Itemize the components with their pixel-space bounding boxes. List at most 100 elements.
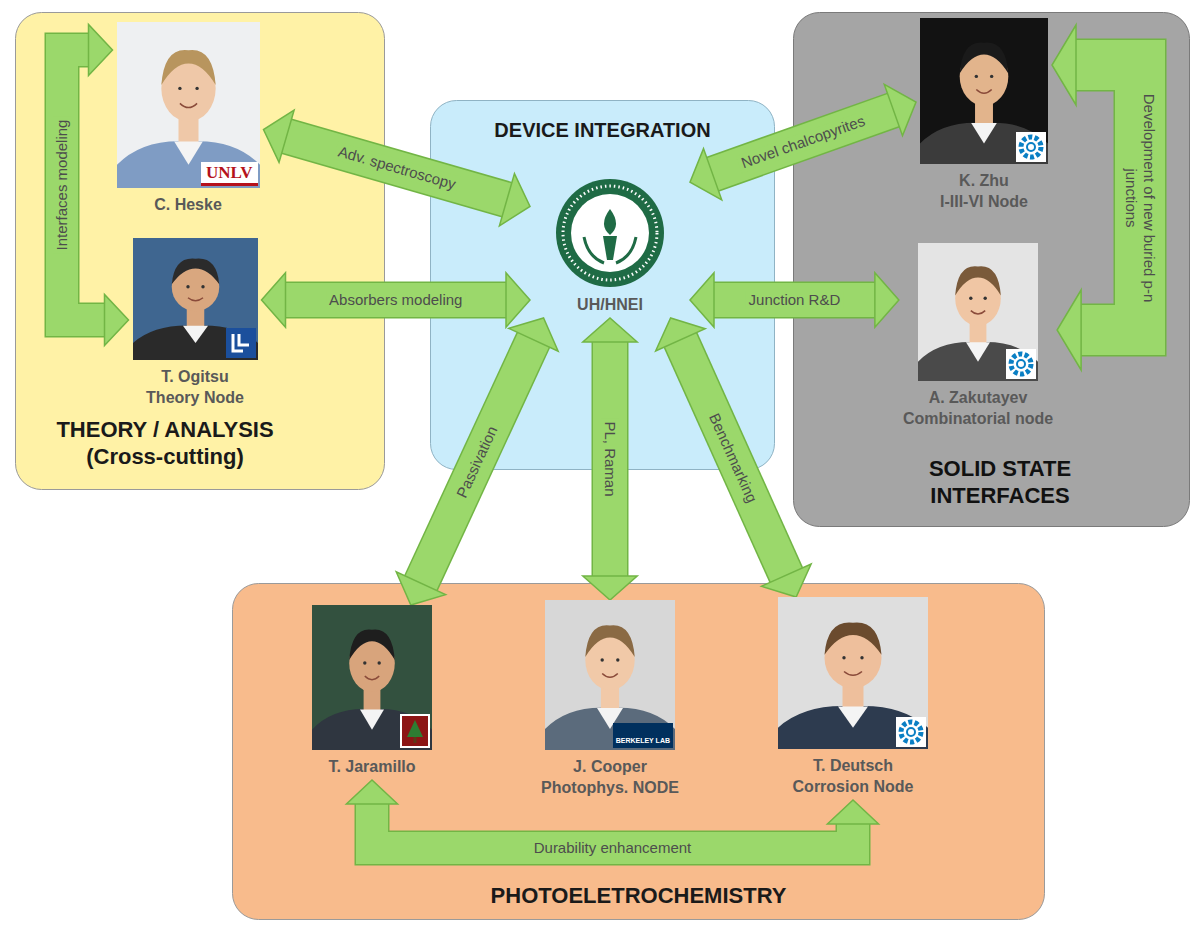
- seal-leaves: [584, 237, 636, 263]
- photo-eye: [990, 75, 993, 78]
- photo-shoulders: [918, 342, 1038, 381]
- panel-heading: SOLID STATE INTERFACES: [895, 455, 1105, 509]
- arrow-head: [690, 149, 722, 200]
- arrow-body: [287, 136, 507, 199]
- heading-slot: THEORY / ANALYSIS (Cross-cutting): [30, 416, 300, 470]
- heading-slot: SOLID STATE INTERFACES: [895, 455, 1105, 509]
- llnl-logo: [226, 328, 256, 358]
- arrow-head: [1057, 290, 1081, 370]
- person-name: I-III-VI Node: [920, 191, 1048, 212]
- photo-smile: [365, 676, 379, 680]
- person-name: J. Cooper: [541, 756, 679, 777]
- photo-background: [133, 238, 258, 360]
- arrow-head: [1052, 25, 1076, 105]
- photo-shoulders: [117, 141, 260, 188]
- photo-smile: [179, 103, 196, 107]
- person-name: Combinatorial node: [903, 408, 1053, 429]
- logo-gear: [1021, 137, 1041, 157]
- photo-collar: [966, 342, 990, 361]
- arrow-label: Passivation: [452, 420, 503, 503]
- arrow-body: [680, 340, 786, 575]
- photo-eye: [842, 656, 845, 659]
- logo-field: [402, 716, 428, 746]
- portrait-photo: [778, 597, 928, 749]
- photo-frame: [778, 597, 928, 749]
- photo-shoulders: [920, 123, 1048, 164]
- arrow-outline: [714, 282, 875, 319]
- arrow-body: [421, 340, 534, 583]
- logo-hub: [1027, 143, 1035, 151]
- portrait-photo: [920, 18, 1048, 164]
- nrel-logo: [1016, 132, 1046, 162]
- portrait-photo: [312, 605, 432, 750]
- member-card: T. OgitsuTheory Node: [129, 238, 262, 411]
- photo-smile: [971, 311, 985, 314]
- person-name: Corrosion Node: [778, 776, 928, 797]
- photo-hair: [171, 259, 219, 285]
- person-name: Theory Node: [133, 387, 258, 408]
- photo-background: [918, 243, 1038, 381]
- arrow-head: [875, 273, 899, 327]
- panel-heading: PHOTOELETROCHEMISTRY: [232, 882, 1045, 909]
- photo-smile: [188, 298, 203, 301]
- portrait-photo: [133, 238, 258, 360]
- photo-collar: [174, 142, 203, 165]
- photo-collar: [360, 709, 384, 729]
- member-card: K. ZhuI-III-VI Node: [916, 18, 1052, 215]
- arrow-head: [884, 84, 916, 135]
- photo-eye: [363, 661, 366, 664]
- photo-background: [117, 22, 260, 188]
- photo-background: [312, 605, 432, 750]
- arrow-head: [509, 318, 558, 351]
- arrow-label: Durability enhancement: [531, 839, 695, 857]
- panel-ground: [16, 13, 385, 490]
- person-name: Photophys. NODE: [541, 777, 679, 798]
- unit-name: UH/HNEI: [534, 294, 686, 315]
- arrow-head: [761, 564, 811, 597]
- person-name: K. Zhu: [920, 170, 1048, 191]
- logo-label-slot: BERKELEY LAB: [613, 723, 673, 748]
- arrow-body: [593, 342, 627, 576]
- photo-background: [920, 18, 1048, 164]
- block-arrow: [396, 318, 558, 605]
- member-card: J. CooperPhotophys. NODE: [537, 600, 683, 801]
- portrait-photo: [918, 243, 1038, 381]
- person-name: A. Zakutayev: [903, 387, 1053, 408]
- photo-shoulders: [133, 326, 258, 360]
- photo-frame: [555, 178, 665, 288]
- photo-eye: [178, 87, 181, 90]
- seal-disk: [571, 194, 649, 272]
- logo-label-slot: UNLV: [201, 162, 258, 186]
- photo-eye: [860, 656, 863, 659]
- arrow-head: [827, 800, 878, 824]
- person-name: C. Heske: [117, 194, 260, 215]
- logo-mark: [233, 334, 249, 351]
- arrow-head: [105, 294, 129, 345]
- logo-gear: [1011, 354, 1031, 374]
- arrow-head: [583, 318, 637, 342]
- nrel-logo: [896, 717, 926, 747]
- arrow-head: [506, 273, 530, 327]
- photo-smile: [976, 90, 991, 94]
- block-arrow: [583, 318, 637, 600]
- arrow-body: [286, 283, 507, 317]
- photo-background: [778, 597, 928, 749]
- photo-collar: [971, 123, 997, 143]
- block-arrow: [262, 273, 531, 327]
- photo-frame: [133, 238, 258, 360]
- logo-hub: [1017, 360, 1025, 368]
- photo-eye: [969, 297, 972, 300]
- arrow-outline: [287, 136, 507, 199]
- heading-slot: DEVICE INTEGRATION: [430, 118, 775, 142]
- photo-smile: [844, 671, 862, 675]
- person-name: T. Jaramillo: [312, 756, 432, 777]
- logo-trunk: [414, 737, 417, 743]
- logo-ground: [1006, 349, 1036, 379]
- logo-ground: [1016, 132, 1046, 162]
- photo-frame: [312, 605, 432, 750]
- arrow-label: Novel chalcopyrites: [736, 111, 870, 173]
- group-panel: PHOTOELETROCHEMISTRY T. Jaramillo J. Coope…: [232, 583, 1045, 920]
- photo-eye: [195, 87, 198, 90]
- member-card: A. ZakutayevCombinatorial node: [899, 243, 1057, 432]
